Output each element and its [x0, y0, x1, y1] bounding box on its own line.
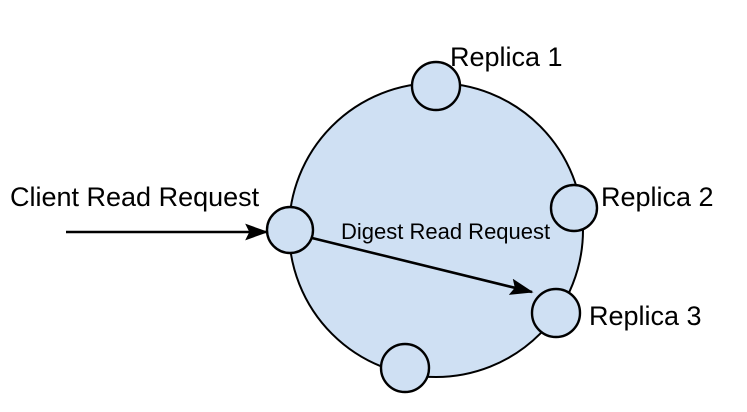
node-coordinator[interactable] — [265, 205, 315, 255]
node-replica-4[interactable] — [379, 342, 431, 394]
node-replica-1[interactable] — [410, 60, 462, 112]
label-replica-1: Replica 1 — [450, 42, 563, 72]
node-replica-3[interactable] — [530, 287, 582, 339]
digest-read-request-arrow — [311, 236, 534, 295]
node-replica-2[interactable] — [549, 183, 599, 233]
label-digest-read-request: Digest Read Request — [341, 219, 550, 244]
label-replica-3: Replica 3 — [589, 301, 702, 331]
label-replica-2: Replica 2 — [601, 182, 714, 212]
label-client-read-request: Client Read Request — [10, 182, 260, 212]
